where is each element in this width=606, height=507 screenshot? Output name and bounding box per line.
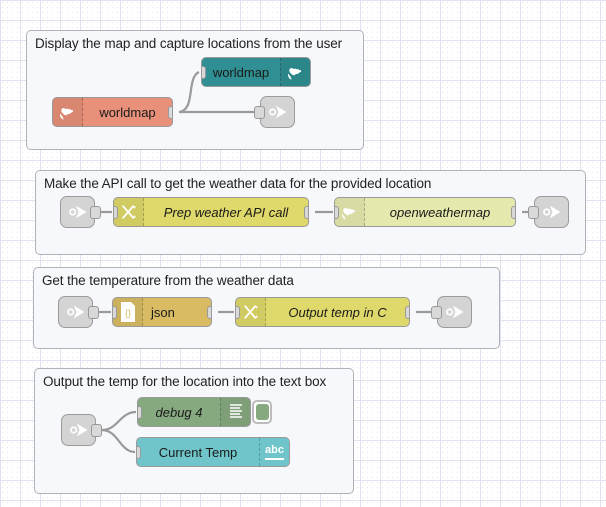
node-worldmap-output[interactable]: worldmap [201,57,311,87]
node-output-port[interactable] [168,105,172,119]
json-braces-icon: {} [113,298,143,326]
node-label: worldmap [212,64,270,80]
debug-toggle-button[interactable] [252,400,272,424]
node-input-port[interactable] [254,105,265,119]
group-display-map[interactable]: Display the map and capture locations fr… [26,30,364,150]
link-in-icon [69,423,88,437]
node-input-port[interactable] [236,305,240,319]
group-title: Make the API call to get the weather dat… [44,176,432,191]
function-icon [114,198,144,226]
globe-icon [335,198,365,226]
link-out-icon [268,105,287,119]
node-label: openweathermap [389,204,491,220]
globe-icon [53,98,83,126]
node-link-out-3[interactable] [431,296,472,328]
link-in-icon [68,205,87,219]
node-link-in-2[interactable] [60,196,101,228]
node-output-port[interactable] [91,423,102,437]
node-prep-weather-api-call[interactable]: Prep weather API call [113,197,309,227]
svg-text:{}: {} [124,308,130,318]
node-label: worldmap [99,104,156,120]
node-output-temp-in-c[interactable]: Output temp in C [235,297,410,327]
node-output-port[interactable] [405,305,409,319]
node-output-port[interactable] [88,305,99,319]
node-input-port[interactable] [113,305,117,319]
node-input-port[interactable] [202,65,206,79]
link-out-icon [542,205,561,219]
debug-toggle-indicator [255,404,269,420]
node-input-port[interactable] [335,205,339,219]
node-output-port[interactable] [304,205,308,219]
node-link-in-3[interactable] [58,296,99,328]
node-json[interactable]: {} json [112,297,212,327]
group-title: Display the map and capture locations fr… [35,36,343,51]
node-input-port[interactable] [138,405,142,419]
node-current-temp[interactable]: Current Temp abc [136,437,290,467]
node-input-port[interactable] [114,205,118,219]
node-link-out-1[interactable] [254,96,295,128]
node-output-port[interactable] [207,305,211,319]
node-input-port[interactable] [431,305,442,319]
group-title: Output the temp for the location into th… [43,374,327,389]
node-worldmap-input[interactable]: worldmap [52,97,173,127]
node-link-out-2[interactable] [528,196,569,228]
group-title: Get the temperature from the weather dat… [42,273,294,288]
globe-icon [280,58,310,86]
node-input-port[interactable] [137,445,141,459]
node-openweathermap[interactable]: openweathermap [334,197,516,227]
node-label: debug 4 [155,404,203,420]
node-label: Output temp in C [288,304,387,320]
group-get-temperature[interactable]: Get the temperature from the weather dat… [33,267,500,349]
node-label: json [151,304,175,320]
link-out-icon [445,305,464,319]
node-label: Current Temp [158,444,238,460]
debug-lines-icon [220,398,250,426]
node-debug-4[interactable]: debug 4 [137,397,251,427]
abc-icon-text: abc [265,444,284,460]
node-input-port[interactable] [528,205,539,219]
node-output-port[interactable] [90,205,101,219]
node-label: Prep weather API call [163,204,289,220]
function-icon [236,298,266,326]
node-link-in-4[interactable] [61,414,102,446]
abc-icon: abc [259,438,289,466]
link-in-icon [66,305,85,319]
node-output-port[interactable] [511,205,515,219]
